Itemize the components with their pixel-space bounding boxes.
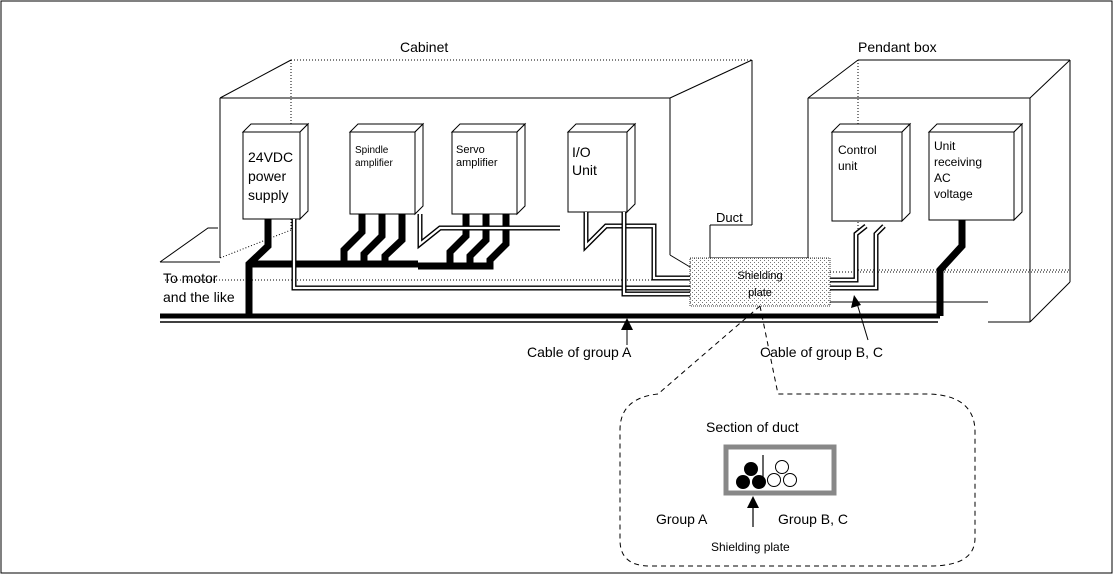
psu-label-2: power <box>248 168 286 184</box>
group-bc-cables <box>291 212 886 297</box>
io-label-1: I/O <box>572 144 591 160</box>
shielding-plate <box>689 257 831 307</box>
cable-a-arrow <box>621 318 633 345</box>
section-callout <box>619 305 976 567</box>
ac-receiving-unit <box>927 122 1024 222</box>
control-label-2: unit <box>838 159 858 173</box>
cable-bc-arrow <box>851 295 869 341</box>
psu-label-3: supply <box>248 187 288 203</box>
control-label-1: Control <box>838 143 877 157</box>
pendant-box-label: Pendant box <box>858 39 937 55</box>
power-supply-unit <box>241 122 310 221</box>
motor-label-2: and the like <box>163 289 235 305</box>
motor-label-1: To motor <box>163 270 218 286</box>
cabinet-label: Cabinet <box>400 39 448 55</box>
psu-label-1: 24VDC <box>248 149 293 165</box>
group-a-cable-bus <box>160 313 940 323</box>
spindle-label-2: amplifier <box>355 158 393 169</box>
servo-label-2: amplifier <box>456 157 498 169</box>
cable-a-label: Cable of group A <box>527 344 632 360</box>
group-a-label: Group A <box>656 511 708 527</box>
shielding-plate-arrow <box>747 496 759 527</box>
shielding-plate-label-1: Shielding <box>737 270 782 282</box>
cable-bc-label: Cable of group B, C <box>760 344 883 360</box>
duct-cross-section <box>723 444 837 496</box>
servo-amplifier-unit <box>450 122 527 216</box>
ac-label-3: AC <box>934 171 951 185</box>
servo-label-1: Servo <box>456 144 485 156</box>
io-label-2: Unit <box>572 162 597 178</box>
ac-label-2: receiving <box>934 155 982 169</box>
spindle-amplifier-unit <box>348 122 425 216</box>
group-bc-label: Group B, C <box>778 511 848 527</box>
shielding-plate-label: Shielding plate <box>711 540 790 554</box>
pendant-box <box>807 59 1071 323</box>
spindle-label-1: Spindle <box>355 145 389 156</box>
section-of-duct-label: Section of duct <box>706 419 799 435</box>
group-a-cables <box>245 214 966 316</box>
ac-label-4: voltage <box>934 187 973 201</box>
duct-label: Duct <box>716 210 743 225</box>
control-unit <box>830 122 912 223</box>
ac-label-1: Unit <box>934 139 956 153</box>
shielding-plate-label-2: plate <box>748 287 772 299</box>
io-unit <box>566 122 637 214</box>
